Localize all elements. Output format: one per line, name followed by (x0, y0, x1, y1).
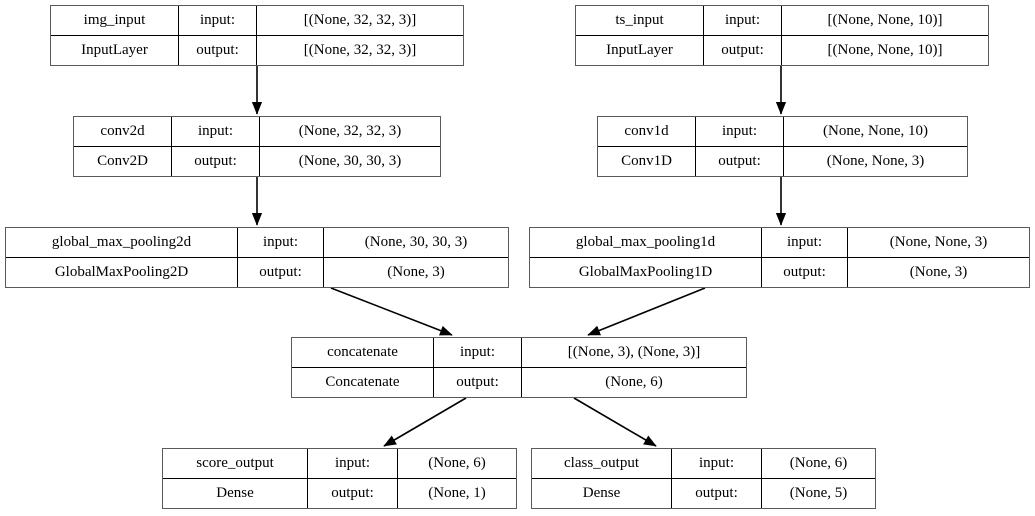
edge-concatenate-to-class_output (573, 397, 657, 447)
input-shape: (None, 30, 30, 3) (364, 234, 468, 250)
input-shape: (None, None, 10) (823, 123, 928, 139)
output-label: output: (672, 479, 762, 508)
input-shape: [(None, None, 10)] (827, 12, 943, 28)
input-label: input: (434, 338, 522, 367)
input-shape: [(None, 32, 32, 3)] (303, 12, 417, 28)
layer-name: conv2d (74, 117, 172, 146)
edge-global_max_pooling1d-to-concatenate (587, 287, 706, 336)
layer-class: GlobalMaxPooling2D (6, 258, 238, 287)
output-label: output: (704, 36, 782, 65)
input-label: input: (762, 228, 848, 257)
output-label: output: (238, 258, 324, 287)
input-label: input: (704, 6, 782, 35)
layer-name: conv1d (598, 117, 696, 146)
output-label: output: (696, 147, 784, 176)
layer-name: global_max_pooling1d (530, 228, 762, 257)
layer-class: Conv2D (74, 147, 172, 176)
input-label: input: (238, 228, 324, 257)
layer-class: Concatenate (292, 368, 434, 397)
input-shape: (None, 6) (789, 455, 848, 471)
input-shape: (None, None, 3) (889, 234, 988, 250)
layer-name: score_output (163, 449, 308, 478)
output-shape: (None, 3) (909, 264, 968, 280)
layer-class: InputLayer (576, 36, 704, 65)
layer-name: class_output (532, 449, 672, 478)
output-shape: (None, 6) (605, 374, 663, 390)
input-shape: (None, 6) (428, 455, 486, 471)
input-shape: (None, 32, 32, 3) (298, 123, 402, 139)
edge-concatenate-to-score_output (383, 397, 467, 447)
output-shape: (None, 3) (387, 264, 445, 280)
output-shape: (None, 1) (428, 485, 486, 501)
output-shape: [(None, None, 10)] (827, 42, 943, 58)
output-shape: (None, None, 3) (826, 153, 925, 169)
input-label: input: (179, 6, 257, 35)
output-shape: (None, 5) (789, 485, 848, 501)
output-shape: (None, 30, 30, 3) (298, 153, 402, 169)
layer-class: Dense (163, 479, 308, 508)
input-label: input: (672, 449, 762, 478)
layer-name: concatenate (292, 338, 434, 367)
output-label: output: (762, 258, 848, 287)
layer-class: GlobalMaxPooling1D (530, 258, 762, 287)
layer-class: Conv1D (598, 147, 696, 176)
layer-name: img_input (51, 6, 179, 35)
input-label: input: (172, 117, 260, 146)
layer-class: InputLayer (51, 36, 179, 65)
layer-name: ts_input (576, 6, 704, 35)
edge-global_max_pooling2d-to-concatenate (330, 287, 453, 336)
output-label: output: (172, 147, 260, 176)
input-shape: [(None, 3), (None, 3)] (567, 344, 701, 360)
input-label: input: (308, 449, 398, 478)
output-label: output: (434, 368, 522, 397)
output-label: output: (308, 479, 398, 508)
input-label: input: (696, 117, 784, 146)
output-label: output: (179, 36, 257, 65)
layer-name: global_max_pooling2d (6, 228, 238, 257)
layer-class: Dense (532, 479, 672, 508)
output-shape: [(None, 32, 32, 3)] (303, 42, 417, 58)
